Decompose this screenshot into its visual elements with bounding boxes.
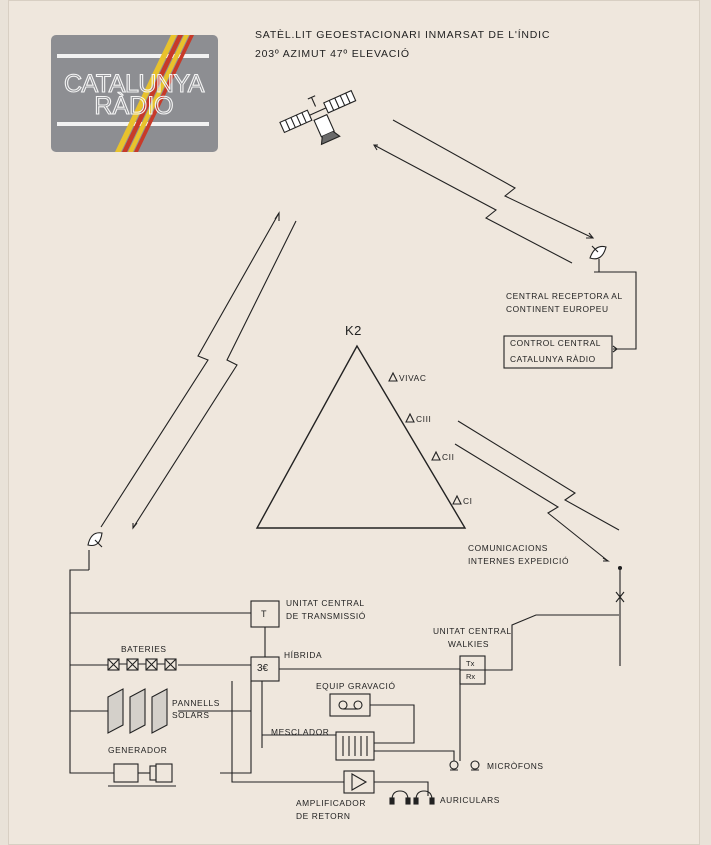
camp-label-vivac: VIVAC — [399, 373, 427, 383]
recording-label: EQUIP GRAVACIÓ — [316, 681, 396, 691]
amplifier-box — [343, 770, 375, 794]
tape-reels-icon — [338, 700, 363, 710]
continent-label-line1: CENTRAL RECEPTORA AL — [506, 291, 623, 301]
walkie-antenna-icon — [615, 568, 625, 666]
transmit-label-line2: DE TRANSMISSIÓ — [286, 611, 366, 621]
logo-line1: CATALUNYA — [64, 70, 205, 98]
generator-icon — [108, 763, 176, 787]
panels-label-line1: PANNELLS — [172, 698, 220, 708]
batteries-label: BATERIES — [121, 644, 167, 654]
radio-link-satellite-continent — [373, 119, 595, 264]
logo-graphic: CATALUNYA RÀDIO — [57, 35, 209, 152]
walkies-antenna-wire — [485, 614, 619, 671]
panels-label-line2: SOLARS — [172, 710, 210, 720]
wire-arrow — [612, 345, 618, 353]
control-label-line1: CONTROL CENTRAL — [510, 338, 602, 348]
walkies-label-line1: UNITAT CENTRAL — [433, 626, 512, 636]
control-label-line2: CATALUNYA RÀDIO — [510, 354, 596, 364]
catalunya-radio-logo: CATALUNYA RÀDIO — [51, 35, 218, 152]
amplifier-symbol-icon — [351, 773, 368, 791]
amplifier-label-line2: DE RETORN — [296, 811, 351, 821]
generator-label: GENERADOR — [108, 745, 168, 755]
camp-label-cii: CII — [442, 452, 455, 462]
amp-to-headphones-wire — [374, 781, 429, 796]
logo-line2: RÀDIO — [94, 91, 173, 120]
hybrid-symbol: 3€ — [257, 663, 269, 674]
transmit-label-line1: UNITAT CENTRAL — [286, 598, 365, 608]
camp-markers — [388, 371, 462, 505]
radio-link-base-satellite — [100, 211, 297, 530]
audio-wiring — [261, 681, 455, 761]
microphone-icon — [449, 760, 480, 771]
hybrid-label: HÍBRIDA — [284, 650, 323, 660]
comms-label-line1: COMUNICACIONS — [468, 543, 548, 553]
mixer-box — [335, 731, 375, 761]
continent-to-control-wire — [604, 271, 637, 350]
satellite-position: 203º AZIMUT 47º ELEVACIÓ — [255, 48, 410, 60]
camp-label-ci: CI — [463, 496, 473, 506]
mixer-label: MESCLADOR — [271, 727, 330, 737]
continent-dish-icon — [589, 245, 607, 273]
k2-mountain-icon — [255, 344, 467, 529]
control-central-box — [503, 335, 613, 369]
dish-to-transmitter-wire — [69, 569, 251, 614]
transmit-symbol: T — [261, 609, 268, 619]
amplifier-label-line1: AMPLIFICADOR — [296, 798, 367, 808]
microphones-label: MICRÒFONS — [487, 761, 544, 771]
amp-wiring — [231, 681, 344, 783]
satellite-title: SATÈL.LIT GEOESTACIONARI INMARSAT DE L'Í… — [255, 29, 551, 41]
mixer-faders-icon — [342, 736, 368, 756]
headphones-label: AURICULARS — [440, 795, 500, 805]
recorder-box — [329, 693, 371, 717]
continent-label-line2: CONTINENT EUROPEU — [506, 304, 609, 314]
comms-label-line2: INTERNES EXPEDICIÓ — [468, 556, 570, 566]
base-dish-icon — [87, 532, 103, 570]
radio-link-expedition — [454, 420, 620, 562]
walkies-rx: Rx — [466, 672, 476, 681]
power-wiring — [69, 613, 252, 774]
mountain-name: K2 — [345, 323, 362, 338]
camp-label-ciii: CIII — [416, 414, 432, 424]
battery-icon — [107, 658, 177, 671]
walkies-tx: Tx — [466, 659, 475, 668]
headphones-icon — [389, 790, 435, 805]
solar-panel-icon — [107, 688, 168, 734]
walkies-label-line2: WALKIES — [448, 639, 490, 649]
satellite-icon — [279, 89, 357, 146]
